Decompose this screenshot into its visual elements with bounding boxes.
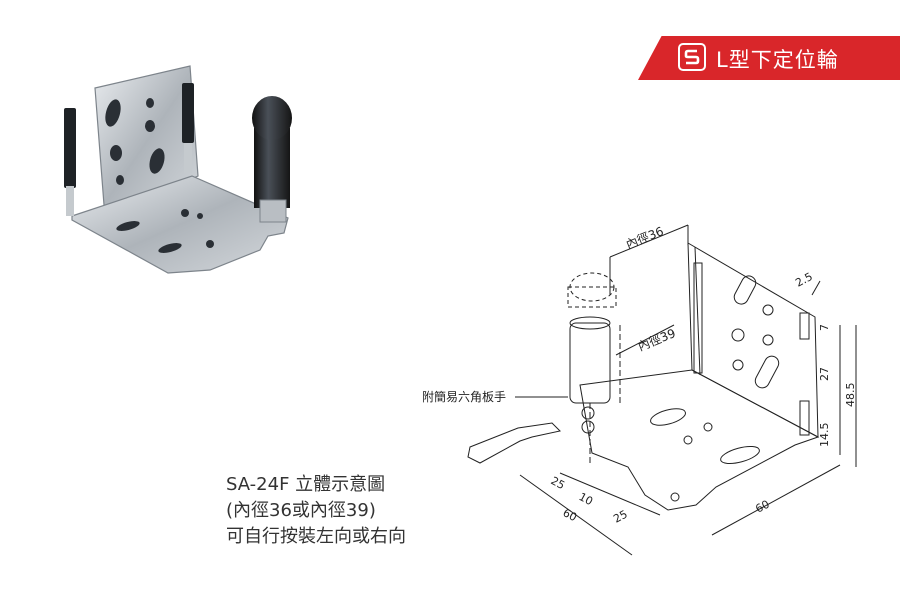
inner-dia-36-label: 內徑36 <box>624 224 666 252</box>
wrench-label: 附簡易六角板手 <box>422 389 506 404</box>
dim-14-5: 14.5 <box>818 423 831 448</box>
wrench <box>467 422 562 464</box>
product-photo <box>64 65 292 274</box>
dim-2-5: 2.5 <box>793 270 815 290</box>
caption-line-2: (內徑36或內徑39) <box>226 500 376 521</box>
dim-48-5: 48.5 <box>844 383 857 408</box>
dim-60-a: 60 <box>561 506 579 524</box>
dim-25-a: 25 <box>549 474 567 492</box>
vertical-plate <box>687 242 819 438</box>
dim-10: 10 <box>577 490 595 508</box>
technical-drawing: 附簡易六角板手 內徑36 內徑39 2.5 7 27 48.5 14.5 25 … <box>422 224 857 556</box>
banner-title: L型下定位輪 <box>716 48 839 72</box>
dim-27: 27 <box>818 367 831 381</box>
caption-line-1: SA-24F 立體示意圖 <box>226 474 386 495</box>
caption-line-3: 可自行按裝左向或右向 <box>226 526 406 547</box>
dim-7: 7 <box>818 324 831 331</box>
dim-25-b: 25 <box>611 508 629 526</box>
title-banner: L型下定位輪 <box>638 36 900 80</box>
inner-dia-39-label: 內徑39 <box>636 326 678 354</box>
dim-60-b: 60 <box>753 498 771 516</box>
brand-logo-icon <box>678 43 706 71</box>
caption: SA-24F 立體示意圖 (內徑36或內徑39) 可自行按裝左向或右向 <box>226 472 406 550</box>
base-plate <box>579 369 820 511</box>
